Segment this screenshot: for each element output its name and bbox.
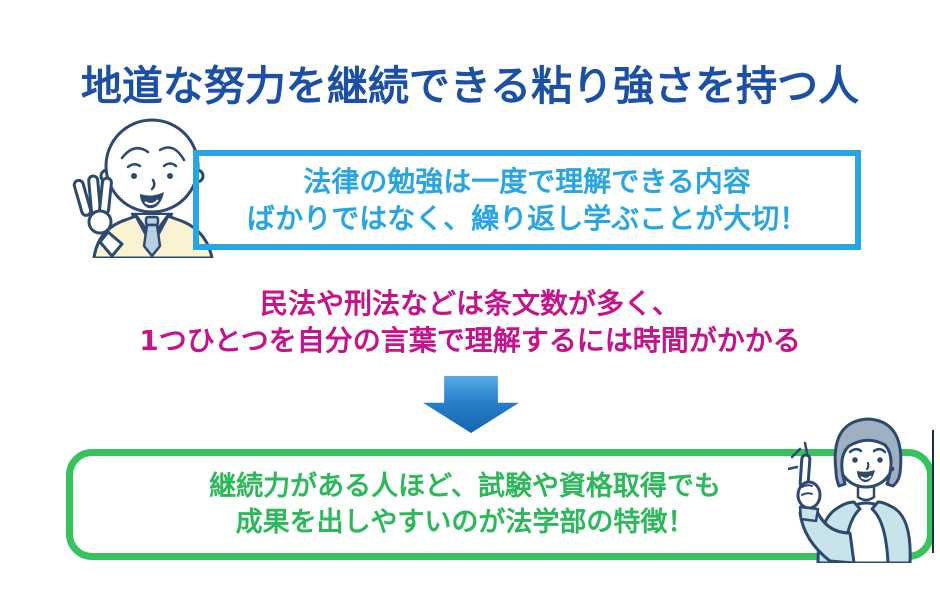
conclusion-text: 継続力がある人ほど、試験や資格取得でも 成果を出しやすいのが法学部の特徴！ <box>73 456 857 553</box>
conclusion-line-2: 成果を出しやすいのが法学部の特徴！ <box>235 506 695 538</box>
problem-line-1: 民法や刑法などは条文数が多く、 <box>259 287 680 320</box>
reason-line-1: 法律の勉強は一度で理解できる内容 <box>303 165 751 198</box>
illustration-edge-line <box>932 430 934 553</box>
problem-statement: 民法や刑法などは条文数が多く、 1つひとつを自分の言葉で理解するには時間がかかる <box>0 285 940 359</box>
man-ok-sign-illustration <box>70 116 235 260</box>
woman-pointing-up-illustration <box>786 413 938 565</box>
down-arrow-icon <box>423 376 519 433</box>
page-title: 地道な努力を継続できる粘り強さを持つ人 <box>80 62 860 110</box>
reason-line-2: ばかりではなく、繰り返し学ぶことが大切！ <box>246 202 808 235</box>
reason-box: 法律の勉強は一度で理解できる内容 ばかりではなく、繰り返し学ぶことが大切！ <box>193 150 861 250</box>
man-ok-sign-icon <box>72 118 214 260</box>
woman-pointing-up-icon <box>786 417 912 565</box>
conclusion-line-1: 継続力がある人ほど、試験や資格取得でも <box>209 470 721 502</box>
problem-line-2: 1つひとつを自分の言葉で理解するには時間がかかる <box>139 324 801 357</box>
